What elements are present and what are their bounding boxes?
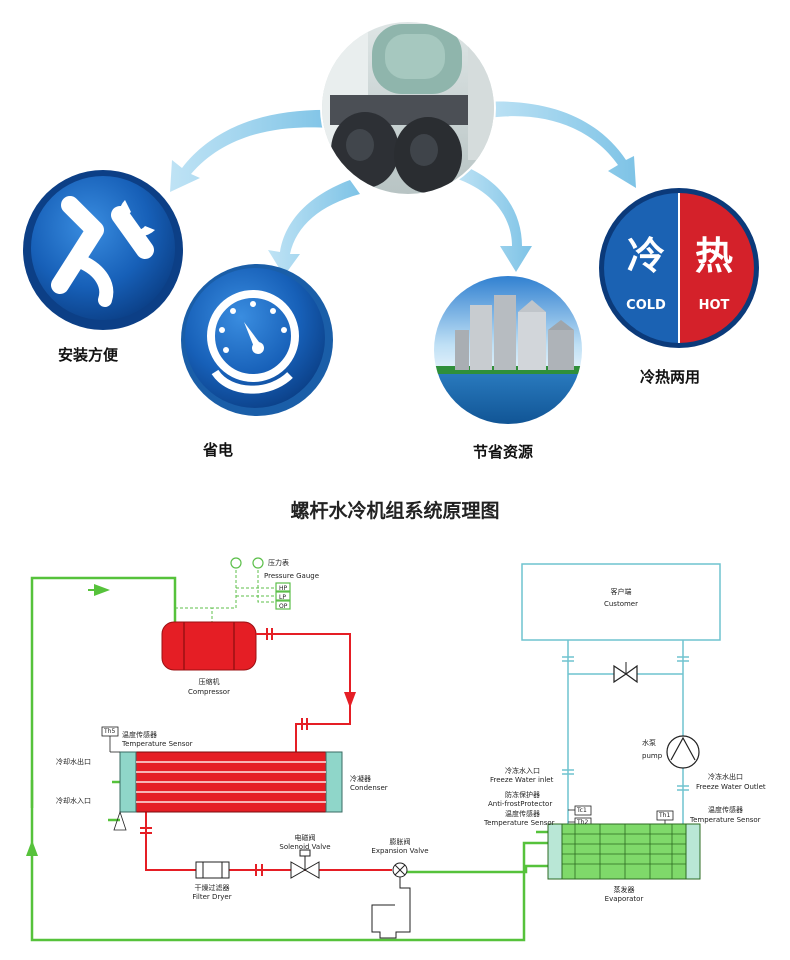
cooling-water-loop [30,576,548,942]
screw-chiller-photo [320,20,496,196]
pressure-gauge-en: Pressure Gauge [264,572,320,580]
tc1-label: Tc1 [577,807,587,814]
freeze-in-cn: 冷冻水入口 [505,767,540,775]
pressure-gauges [230,557,291,610]
compressor [161,621,257,671]
gauge-icon [181,264,333,416]
filter-dryer [195,861,230,879]
cooling-out: 冷却水出口 [56,758,91,766]
diagram-title: 螺杆水冷机组系统原理图 [290,500,500,522]
solenoid-en: Solenoid Valve [279,843,331,851]
cooling-in: 冷却水入口 [56,797,91,805]
condenser [119,751,343,813]
system-diagram [26,557,721,942]
temp-sensor2-en: Temperature Sensor [484,819,555,827]
freeze-in-en: Freeze Water inlet [490,776,554,784]
feature-graphics [23,20,759,426]
freeze-out-en: Freeze Water Outlet [696,783,766,791]
customer-block [521,563,721,641]
pressure-gauge-lines [175,570,276,624]
bypass-valve [613,662,638,684]
pump-cn: 水泵 [642,739,656,747]
expansion-cn: 膨胀阀 [389,838,411,846]
cold-hot-label: 冷热两用 [640,368,701,386]
silo-photo [432,274,584,426]
evaporator [547,823,701,880]
installation-icon [23,170,183,330]
solenoid-valve [290,849,320,879]
temp-sensor2-cn: 温度传感器 [505,810,540,818]
hot-text: HOT [698,298,730,313]
anti-frost-cn: 防冻保护器 [505,791,540,799]
pressure-gauge-cn: 压力表 [268,559,289,567]
evaporator-en: Evaporator [604,895,644,903]
th2-label: Th2 [577,819,589,826]
flow-arrows [170,101,636,276]
chilled-water-loop [567,640,684,832]
customer-cn: 客户端 [610,588,632,596]
pipe-fittings [140,628,308,876]
solenoid-cn: 电磁阀 [294,834,316,842]
filter-cn: 干燥过滤器 [194,884,230,892]
condenser-en: Condenser [350,784,388,792]
freeze-out-cn: 冷冻水出口 [708,773,743,781]
expansion-valve [371,862,411,939]
temp-sensor3-cn: 温度传感器 [708,806,743,814]
cold-text: COLD [626,298,666,313]
condenser-cn: 冷凝器 [350,775,371,783]
compressor-en: Compressor [188,688,230,696]
sensor-leads [568,809,666,824]
gauge-lp: LP [279,594,286,601]
installation-label: 安装方便 [58,346,119,364]
drain-tap [113,810,127,831]
th5-sensor-line [109,736,120,753]
evaporator-cn: 蒸发器 [613,886,635,894]
evaporator-sensors [574,805,674,828]
compressor-cn: 压缩机 [198,678,220,686]
th5-label: Th5 [104,728,116,735]
temp-sensor-en: Temperature Sensor [122,740,193,748]
gauge-hp: HP [279,585,288,592]
temp-sensor3-en: Temperature Sensor [690,816,761,824]
expansion-en: Expansion Valve [371,847,429,855]
anti-frost-en: Anti-frostProtector [488,800,553,808]
gauge-op: OP [279,603,288,610]
cold-hot-icon [599,188,759,348]
cold-char: 冷 [626,234,665,278]
pump-en: pump [642,752,663,760]
th1-label: Th1 [659,812,671,819]
pump [666,735,700,769]
th5-box [101,726,119,737]
filter-en: Filter Dryer [192,893,232,901]
hot-char: 热 [694,234,733,278]
resource-saving-label: 节省资源 [473,443,534,461]
temp-sensor-cn: 温度传感器 [122,731,157,739]
chilled-fittings [562,656,689,791]
customer-en: Customer [603,600,638,608]
power-saving-label: 省电 [203,441,234,459]
